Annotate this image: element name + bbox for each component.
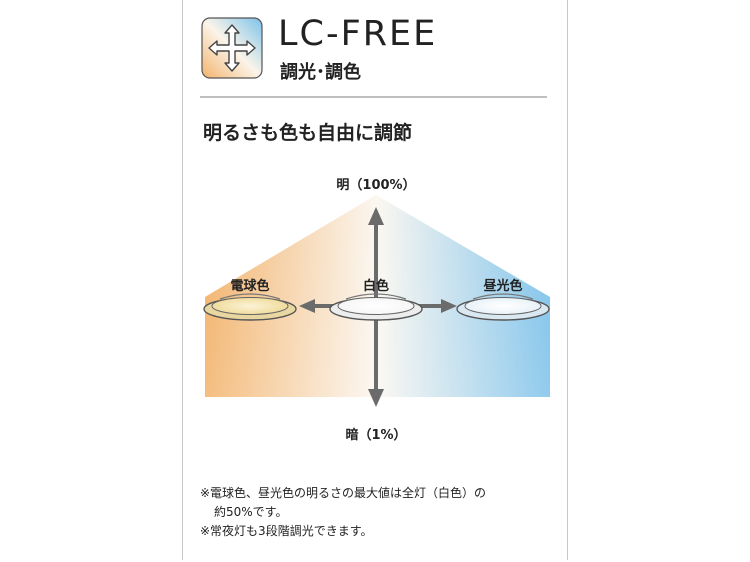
footnote-1: ※電球色、昼光色の明るさの最大値は全灯（白色）の <box>200 486 487 500</box>
label-white: 白色 <box>362 279 390 294</box>
white-fixture-icon <box>329 293 423 321</box>
arrow-up-icon <box>368 207 384 225</box>
daylight-fixture-icon <box>456 293 550 321</box>
diagram-graphic <box>203 195 550 407</box>
footnote-1-cont: 約50%です。 <box>214 505 288 519</box>
headline: 明るさも色も自由に調節 <box>203 122 413 144</box>
dimming-toning-diagram: 明（100%） 暗（1%） 電球色 白色 昼光色 <box>195 165 560 460</box>
arrow-right-icon <box>441 299 457 313</box>
warm-fixture-icon <box>203 293 297 321</box>
footnotes: ※電球色、昼光色の明るさの最大値は全灯（白色）の 約50%です。 ※常夜灯も3段… <box>200 484 560 541</box>
divider <box>200 96 547 98</box>
brand-title: LC-FREE <box>278 14 438 54</box>
arrow-left-icon <box>299 299 315 313</box>
arrow-down-icon <box>368 389 384 407</box>
four-way-arrow-icon <box>201 17 263 79</box>
label-bright: 明（100%） <box>336 178 416 193</box>
label-dark: 暗（1%） <box>345 428 407 443</box>
label-daylight: 昼光色 <box>483 279 523 294</box>
footnote-2: ※常夜灯も3段階調光できます。 <box>200 524 373 538</box>
brand-subtitle: 調光･調色 <box>280 62 361 83</box>
panel-frame <box>182 0 568 560</box>
label-warm: 電球色 <box>230 279 270 294</box>
